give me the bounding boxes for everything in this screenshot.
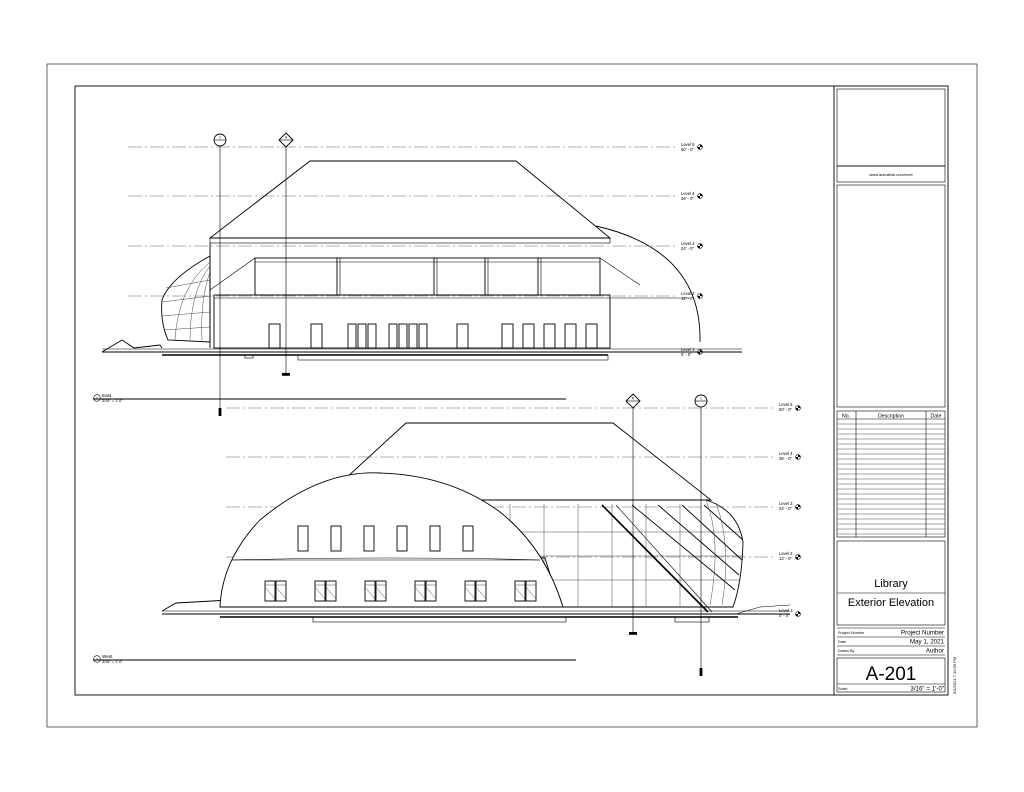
drawing-title: Exterior Elevation (848, 597, 934, 609)
consultant-box (836, 184, 946, 408)
east-main-volume (213, 294, 611, 349)
svg-text:Level 2: Level 2 (779, 551, 793, 556)
window-pair (364, 580, 387, 602)
svg-text:24' - 0": 24' - 0" (779, 506, 793, 511)
level-head-4: Level 4 36' - 0" (681, 191, 703, 201)
svg-text:Level 1: Level 1 (681, 347, 695, 352)
svg-text:A: A (285, 136, 288, 140)
svg-text:50' - 0": 50' - 0" (779, 407, 793, 412)
level-head-2: Level 2 12' - 0" (681, 291, 703, 301)
view-title-east-name: East (102, 393, 112, 398)
grid-bubble-a (278, 132, 294, 148)
date-value: May 1, 2021 (910, 639, 945, 646)
revision-header-no: No. (842, 414, 850, 420)
svg-text:50' - 0": 50' - 0" (681, 147, 695, 152)
view-title-west: 2 West 3/16" = 1'-0" (93, 654, 576, 664)
view-title-east: 1 East 3/16" = 1'-0" (93, 393, 566, 403)
east-glass-dome (161, 255, 211, 343)
svg-text:24' - 0": 24' - 0" (681, 246, 695, 251)
website-label: www.autodesk.com/revit (869, 172, 913, 177)
svg-text:36' - 0": 36' - 0" (681, 196, 695, 201)
level-head-5: Level 5 50' - 0" (779, 402, 801, 412)
svg-text:Level 4: Level 4 (681, 191, 695, 196)
level-head-5: Level 5 50' - 0" (681, 142, 703, 152)
window-pair (464, 580, 487, 602)
window-pair (264, 580, 287, 602)
revision-table: No. Description Date (836, 410, 946, 538)
svg-text:12' - 0": 12' - 0" (681, 296, 695, 301)
scale-label: Scale (838, 687, 848, 691)
svg-text:1: 1 (96, 396, 99, 401)
elevation-view-west: Level 5 50' - 0" Level 4 36' - 0" Level … (93, 393, 801, 676)
svg-text:Level 3: Level 3 (779, 501, 793, 506)
scale-value: 3/16" = 1'-0" (910, 686, 944, 693)
east-doors (268, 323, 598, 349)
view-title-west-name: West (102, 654, 113, 659)
revision-header-description: Description (878, 414, 904, 420)
level-head-2: Level 2 12' - 0" (779, 551, 801, 561)
sheet-outer-border (46, 63, 978, 728)
west-barrel-vault (219, 472, 564, 608)
title-block: www.autodesk.com/revit No. Description D… (833, 86, 957, 695)
view-title-west-scale: 3/16" = 1'-0" (102, 660, 123, 664)
west-roof (320, 422, 713, 501)
plot-stamp: 5/1/2021 7:10:56 PM (952, 657, 957, 694)
project-number-value: Project Number (901, 630, 944, 637)
svg-text:36' - 0": 36' - 0" (779, 456, 793, 461)
svg-text:0' - 0": 0' - 0" (681, 352, 692, 357)
drawn-by-label: Drawn By (838, 649, 855, 653)
east-vault-arc (595, 225, 701, 343)
svg-text:Level 3: Level 3 (681, 241, 695, 246)
svg-text:12' - 0": 12' - 0" (779, 556, 793, 561)
window-pair (314, 580, 337, 602)
west-upper-windows (297, 525, 474, 552)
east-roof (208, 160, 612, 244)
level-head-3: Level 3 24' - 0" (681, 241, 703, 251)
west-lower-windows (264, 580, 537, 602)
svg-text:1: 1 (700, 397, 702, 401)
svg-text:1: 1 (219, 136, 221, 140)
svg-text:Level 2: Level 2 (681, 291, 695, 296)
logo-box (836, 88, 946, 167)
east-clerestory (209, 257, 641, 296)
window-pair (414, 580, 437, 602)
level-head-4: Level 4 36' - 0" (779, 451, 801, 461)
sheet-number: A-201 (866, 664, 917, 685)
level-head-3: Level 3 24' - 0" (779, 501, 801, 511)
svg-text:A: A (632, 397, 635, 401)
svg-text:Level 1: Level 1 (779, 608, 793, 613)
revision-header-date: Date (931, 414, 942, 420)
drawn-by-value: Author (926, 648, 944, 655)
svg-text:Level 5: Level 5 (779, 402, 793, 407)
sheet-inner-border (74, 85, 949, 696)
svg-text:Level 5: Level 5 (681, 142, 695, 147)
west-glazed-wing (467, 499, 744, 613)
window-pair (514, 580, 537, 602)
svg-text:Level 4: Level 4 (779, 451, 793, 456)
project-name: Library (874, 578, 908, 590)
grid-bubble-a (625, 393, 641, 409)
view-title-east-scale: 3/16" = 1'-0" (102, 399, 123, 403)
project-number-label: Project Number (838, 631, 865, 635)
svg-text:2: 2 (96, 657, 99, 662)
date-label: Date (838, 640, 846, 644)
svg-text:0' - 0": 0' - 0" (779, 613, 790, 618)
elevation-view-east: Level 5 50' - 0" Level 4 36' - 0" Level … (93, 132, 742, 416)
level-head-1: Level 1 0' - 0" (779, 608, 801, 618)
